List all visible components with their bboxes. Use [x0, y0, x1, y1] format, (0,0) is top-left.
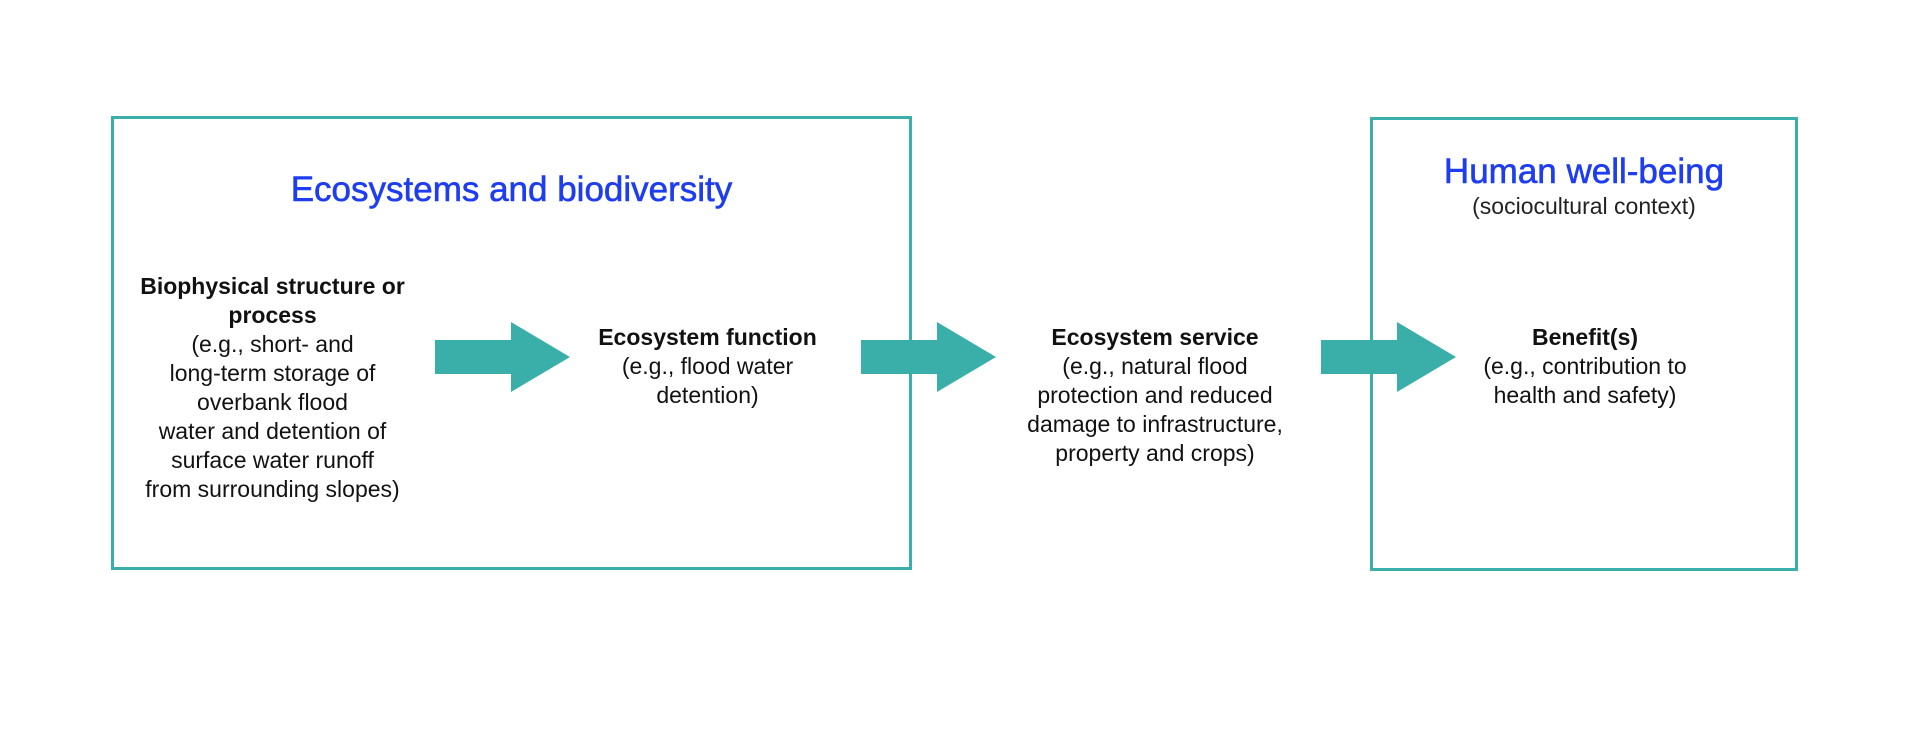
node-service-title: Ecosystem service — [1051, 324, 1259, 350]
node-biophysical-structure: Biophysical structure or process (e.g., … — [130, 272, 415, 504]
arrow-service-to-benefit — [1321, 322, 1456, 392]
wellbeing-subheading: (sociocultural context) — [1472, 193, 1696, 219]
arrow-shape — [435, 322, 570, 392]
arrow-shape — [861, 322, 996, 392]
node-benefit: Benefit(s) (e.g., contribution to health… — [1460, 323, 1710, 410]
arrow-biophysical-to-function — [435, 322, 570, 392]
node-ecosystem-function: Ecosystem function (e.g., flood water de… — [575, 323, 840, 410]
node-benefit-desc: (e.g., contribution to health and safety… — [1483, 353, 1687, 408]
wellbeing-heading: Human well-being — [1443, 152, 1725, 192]
node-biophysical-desc: (e.g., short- and long-term storage of o… — [145, 331, 400, 502]
node-function-desc: (e.g., flood water detention) — [621, 353, 794, 408]
node-function-title: Ecosystem function — [598, 324, 817, 350]
node-ecosystem-service: Ecosystem service (e.g., natural flood p… — [1005, 323, 1305, 468]
node-service-desc: (e.g., natural flood protection and redu… — [1027, 353, 1283, 466]
node-biophysical-title: Biophysical structure or process — [140, 273, 405, 328]
arrow-shape — [1321, 322, 1456, 392]
ecosystems-heading: Ecosystems and biodiversity — [290, 170, 733, 210]
node-benefit-title: Benefit(s) — [1531, 324, 1639, 350]
arrow-function-to-service — [861, 322, 996, 392]
